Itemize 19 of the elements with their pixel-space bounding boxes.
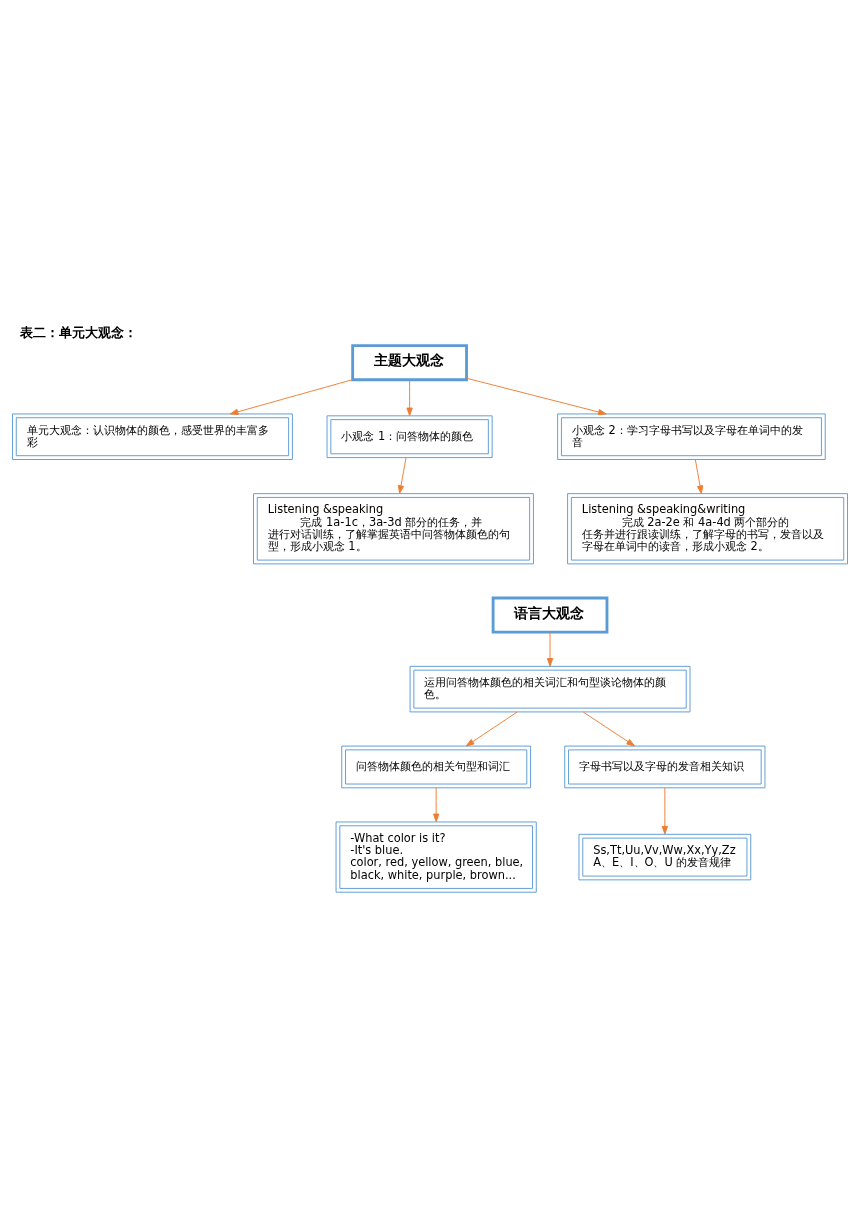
node-box: 问答物体颜色的相关句型和词汇 [341,745,532,789]
diagram-title: 表二：单元大观念： [20,325,138,341]
node-box: 语言大观念 [491,596,609,634]
node-box: -What color is it? -It's blue. color, red, yellow, green, blue, black, white, purple, brown... [335,821,537,893]
arrow [582,711,635,747]
arrow [466,377,607,416]
node-box: Ss,Tt,Uu,Vv,Ww,Xx,Yy,Zz A、E、I、O、U 的发音规律 [578,833,752,881]
arrow [661,787,668,835]
node-box: 字母书写以及字母的发音相关知识 [564,745,766,789]
arrow [546,631,554,667]
arrow [406,379,413,417]
arrow [397,457,407,494]
node-box: 小观念 1：问答物体的颜色 [326,415,493,459]
arrow [465,711,518,747]
node-box: 主题大观念 [351,344,468,382]
arrow [229,379,353,415]
arrow [433,787,440,823]
node-box: 运用问答物体颜色的相关词汇和句型谈论物体的颜色。 [409,665,691,713]
arrow [694,459,704,494]
